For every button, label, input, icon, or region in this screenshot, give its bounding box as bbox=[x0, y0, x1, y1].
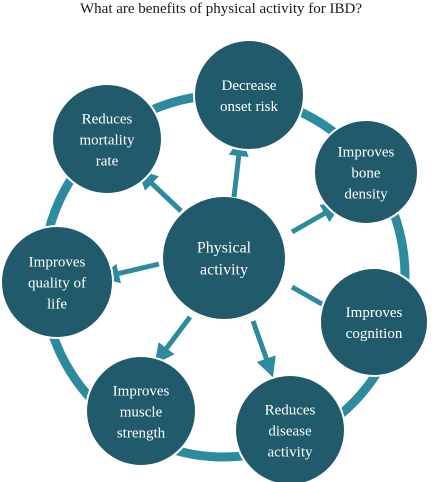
node-circle bbox=[313, 119, 419, 225]
arrow-to-improves-bone-density bbox=[290, 203, 342, 235]
arrows-group bbox=[99, 136, 344, 378]
arrow-to-decrease-onset-risk bbox=[228, 136, 249, 198]
center-circle bbox=[163, 197, 285, 319]
arrow-to-improves-muscle-strength bbox=[154, 315, 192, 365]
node-circle bbox=[51, 83, 163, 195]
node-circle bbox=[319, 267, 429, 377]
node-circle bbox=[193, 39, 305, 151]
arrow-to-reduces-disease-activity bbox=[250, 320, 276, 378]
node-circle bbox=[0, 225, 114, 339]
node-circle bbox=[85, 355, 197, 467]
node-circle bbox=[234, 374, 346, 482]
diagram-title: What are benefits of physical activity f… bbox=[80, 1, 362, 17]
arrow-to-improves-quality-of-life bbox=[99, 261, 160, 284]
arrow-to-reduces-mortality-rate bbox=[137, 169, 183, 213]
